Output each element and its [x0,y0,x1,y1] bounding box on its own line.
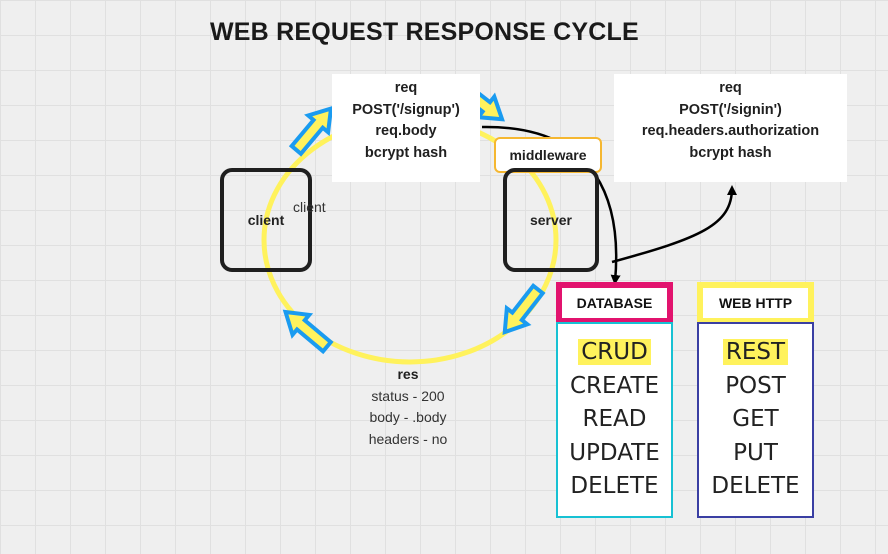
response-title: res [397,366,419,382]
block-arrow-server-to-res [502,283,546,335]
signin-request-card: req POST('/signin') req.headers.authoriz… [614,74,847,182]
signup-req-line: POST('/signup') [352,101,460,118]
block-arrow-res-to-client [282,309,334,355]
response-line: status - 200 [371,387,445,404]
client-node: client [220,168,312,272]
web-http-header: WEB HTTP [697,282,814,324]
signin-req-line: req [719,80,742,96]
signup-req-line: req.body [375,123,437,139]
web-http-method-list: REST POST GET PUT DELETE [697,322,814,518]
signin-req-line: POST('/signin') [679,101,782,118]
server-node-label: server [529,212,573,228]
crud-heading: CRUD [578,339,651,365]
database-header: DATABASE [556,282,673,324]
client-floating-label: client [293,199,326,215]
http-item: REST [699,336,812,370]
middleware-box: middleware [494,137,602,173]
signup-req-line: bcrypt hash [364,144,448,161]
crud-item: READ [582,406,647,432]
signup-req-line: req [394,80,418,96]
rest-heading: REST [722,339,789,365]
http-item: POST [725,372,786,399]
response-line: body - .body [369,409,447,425]
server-node: server [503,168,599,272]
database-crud-list: CRUD CREATE READ UPDATE DELETE [556,322,673,518]
crud-item: CREATE [569,372,660,399]
signin-req-line: req.headers.authorization [641,123,820,139]
http-item: GET [732,406,779,432]
crud-item: UPDATE [569,439,660,466]
web-http-header-label: WEB HTTP [718,295,793,311]
page-title: WEB REQUEST RESPONSE CYCLE [210,18,639,46]
http-item: PUT [733,439,778,466]
crud-item: CRUD [558,336,671,370]
response-block: res status - 200 body - .body headers - … [352,364,464,450]
response-line: headers - no [368,430,448,447]
signin-req-line: bcrypt hash [689,144,772,161]
crud-item: DELETE [570,473,659,499]
database-header-label: DATABASE [576,295,653,311]
client-node-label: client [247,212,285,228]
signup-request-card: req POST('/signup') req.body bcrypt hash [332,74,480,182]
http-item: DELETE [711,473,800,499]
connector-database-to-signin [611,185,737,264]
block-arrow-client-to-req [288,105,334,157]
